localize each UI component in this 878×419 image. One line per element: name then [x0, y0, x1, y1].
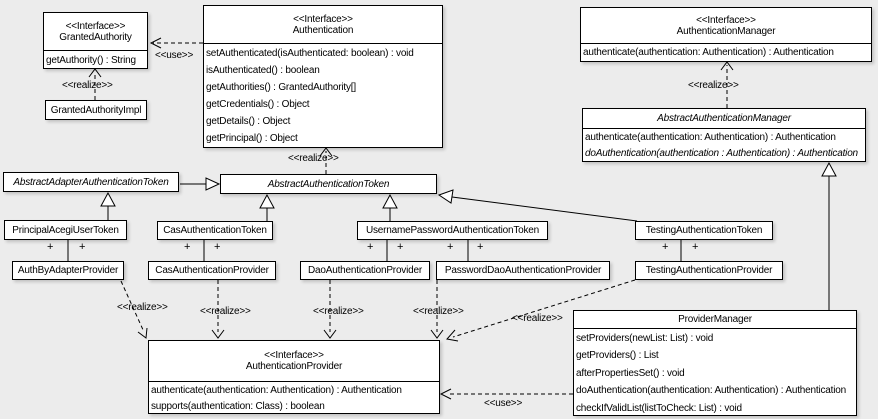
association-end-label: +	[692, 241, 699, 253]
method: afterPropertiesSet() : void	[576, 367, 685, 379]
class-cas-authentication-token[interactable]: CasAuthenticationToken	[157, 221, 273, 240]
class-name: AbstractAdapterAuthenticationToken	[13, 176, 169, 188]
association-end-label: +	[447, 241, 454, 253]
class-name: UsernamePasswordAuthenticationToken	[365, 225, 540, 236]
generalization-principal-token-to-adapter-token	[100, 191, 116, 220]
association-end-label: +	[184, 241, 191, 253]
class-name: AuthenticationManager	[676, 25, 776, 37]
generalization-usernamepassword-token-to-abstract-token	[382, 193, 398, 221]
class-name: PrincipalAcegiUserToken	[12, 224, 119, 236]
method: checkIfValidList(listToCheck: List) : vo…	[576, 402, 742, 414]
class-granted-authority[interactable]: <<Interface>> GrantedAuthority getAuthor…	[43, 12, 148, 69]
stereotype-label: <<Interface>>	[65, 20, 126, 32]
class-name: Authentication	[292, 24, 354, 36]
realize-label: <<realize>>	[512, 313, 563, 324]
generalization-cas-token-to-abstract-token	[259, 193, 275, 221]
class-name: GrantedAuthorityImpl	[50, 104, 142, 116]
realize-label: <<realize>>	[62, 80, 113, 91]
class-name: AbstractAuthenticationToken	[267, 178, 390, 190]
association-end-label: +	[662, 241, 669, 253]
class-testing-authentication-token[interactable]: TestingAuthenticationToken	[635, 221, 773, 240]
method: setProviders(newList: List) : void	[576, 333, 714, 344]
method: getAuthorities() : GrantedAuthority[]	[206, 82, 356, 93]
class-password-dao-authentication-provider[interactable]: PasswordDaoAuthenticationProvider	[436, 261, 610, 280]
method: doAuthentication(authentication : Authen…	[585, 148, 858, 159]
realize-label: <<realize>>	[117, 302, 168, 313]
class-dao-authentication-provider[interactable]: DaoAuthenticationProvider	[300, 261, 430, 280]
class-name: PasswordDaoAuthenticationProvider	[444, 265, 602, 276]
realize-label: <<realize>>	[288, 153, 339, 164]
class-authentication-manager[interactable]: <<Interface>> AuthenticationManager auth…	[580, 7, 872, 62]
generalization-testing-token-to-abstract-token	[437, 189, 638, 222]
association-end-label: +	[367, 241, 374, 253]
generalization-adapter-token-to-abstract-token	[180, 177, 221, 191]
class-name: TestingAuthenticationToken	[645, 225, 763, 236]
use-label: <<use>>	[484, 398, 523, 409]
class-name: AuthByAdapterProvider	[17, 265, 119, 276]
class-auth-by-adapter-provider[interactable]: AuthByAdapterProvider	[12, 261, 124, 280]
class-authentication[interactable]: <<Interface>> Authentication setAuthenti…	[203, 5, 443, 148]
method: authenticate(authentication: Authenticat…	[583, 47, 834, 58]
method: doAuthentication(authentication: Authent…	[576, 385, 846, 397]
class-provider-manager[interactable]: ProviderManager setProviders(newList: Li…	[573, 310, 857, 416]
association-end-label: +	[214, 241, 221, 253]
method: getCredentials() : Object	[206, 99, 310, 110]
class-testing-authentication-provider[interactable]: TestingAuthenticationProvider	[635, 261, 783, 280]
realize-label: <<realize>>	[200, 306, 251, 317]
class-name: GrantedAuthority	[59, 31, 132, 43]
class-abstract-authentication-token[interactable]: AbstractAuthenticationToken	[220, 174, 437, 194]
association-end-label: +	[397, 241, 404, 253]
method: getDetails() : Object	[206, 116, 291, 127]
class-name: CasAuthenticationToken	[163, 225, 267, 236]
method: setAuthenticated(isAuthenticated: boolea…	[206, 48, 414, 59]
class-name: AbstractAuthenticationManager	[657, 113, 791, 124]
use-label: <<use>>	[155, 50, 194, 61]
realize-label: <<realize>>	[313, 306, 364, 317]
class-username-password-authentication-token[interactable]: UsernamePasswordAuthenticationToken	[357, 221, 548, 240]
stereotype-label: <<Interface>>	[293, 13, 353, 25]
method: supports(authentication: Class) : boolea…	[151, 401, 325, 412]
method: authenticate(authentication: Authenticat…	[585, 132, 836, 143]
stereotype-label: <<Interface>>	[696, 14, 756, 26]
method: getProviders() : List	[576, 350, 659, 362]
method: isAuthenticated() : boolean	[206, 65, 320, 76]
realize-label: <<realize>>	[413, 306, 464, 317]
class-abstract-authentication-manager[interactable]: AbstractAuthenticationManager authentica…	[582, 108, 866, 162]
class-name: TestingAuthenticationProvider	[645, 265, 773, 276]
class-name: CasAuthenticationProvider	[155, 265, 269, 276]
realize-label: <<realize>>	[688, 80, 739, 91]
class-authentication-provider[interactable]: <<Interface>> AuthenticationProvider aut…	[148, 340, 440, 414]
method: getPrincipal() : Object	[206, 133, 298, 144]
association-end-label: +	[477, 241, 484, 253]
class-name: AuthenticationProvider	[245, 361, 343, 372]
stereotype-label: <<Interface>>	[264, 350, 324, 361]
class-abstract-adapter-authentication-token[interactable]: AbstractAdapterAuthenticationToken	[3, 172, 179, 192]
class-granted-authority-impl[interactable]: GrantedAuthorityImpl	[45, 100, 147, 120]
generalization-provider-manager-to-abstract-manager	[821, 161, 837, 310]
method: getAuthority() : String	[46, 55, 136, 66]
method: authenticate(authentication: Authenticat…	[151, 385, 402, 396]
association-end-label: +	[47, 241, 54, 253]
class-principal-acegi-user-token[interactable]: PrincipalAcegiUserToken	[4, 220, 127, 240]
class-name: DaoAuthenticationProvider	[308, 265, 422, 276]
class-name: ProviderManager	[678, 314, 752, 325]
class-cas-authentication-provider[interactable]: CasAuthenticationProvider	[148, 261, 276, 280]
use-authentication-to-grantedauthority	[149, 37, 203, 49]
association-end-label: +	[79, 241, 86, 253]
